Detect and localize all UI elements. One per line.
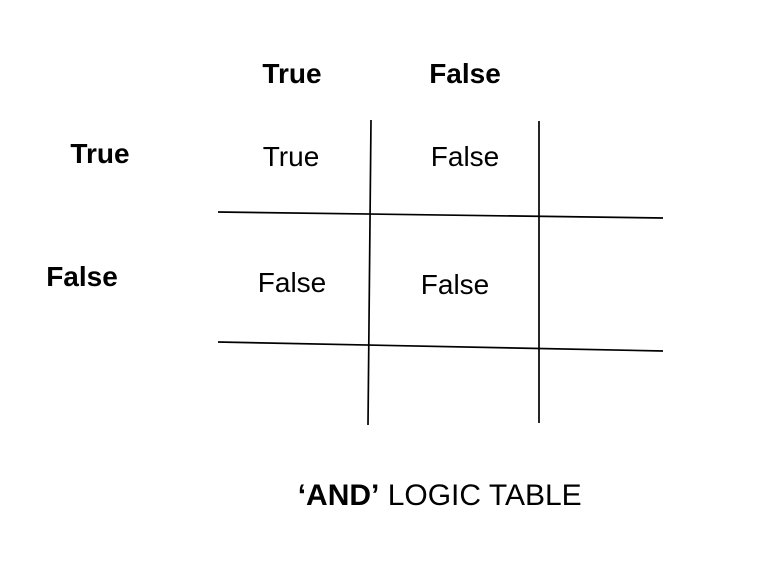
caption-operator: ‘AND’ [297,479,380,512]
grid-line-horizontal-bottom [217,341,664,352]
column-header-false: False [429,58,501,89]
row-header-false: False [46,261,118,292]
caption-rest: LOGIC TABLE [379,479,582,512]
cell-true-and-true: True [262,141,320,172]
cell-true-and-false: False [430,141,500,172]
grid-line-horizontal-top [217,211,664,219]
table-caption: ‘AND’ LOGIC TABLE [264,451,582,541]
cell-false-and-false: False [420,269,490,300]
row-header-true: True [70,138,130,169]
grid-line-vertical-left [367,119,372,426]
column-header-true: True [262,58,322,89]
cell-false-and-true: False [257,267,327,298]
